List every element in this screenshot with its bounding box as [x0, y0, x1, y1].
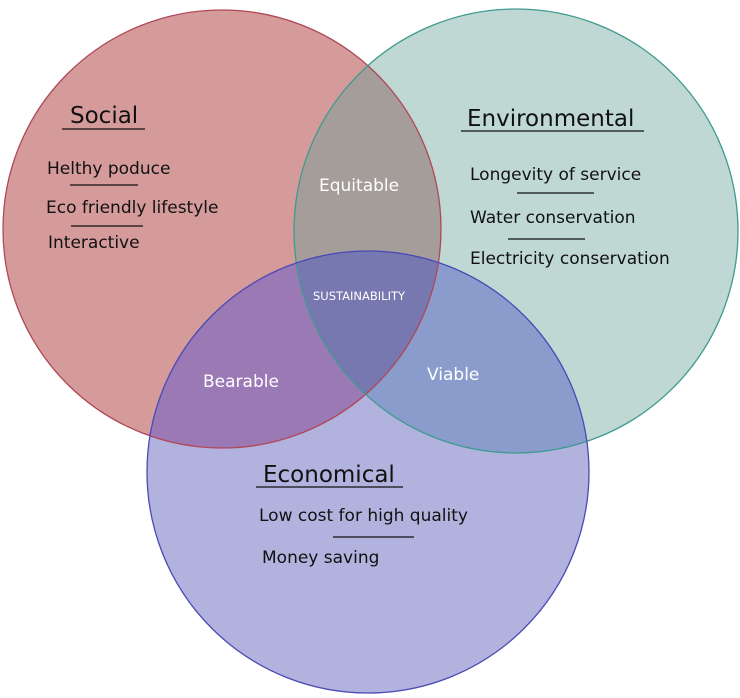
environmental-item: Electricity conservation [470, 249, 670, 269]
economical-outline [146, 250, 590, 694]
economical-title: Economical [263, 462, 395, 488]
environmental-item: Longevity of service [470, 165, 641, 185]
social-item: Interactive [48, 233, 140, 253]
economical-item: Money saving [262, 548, 379, 568]
environmental-economical-overlap [294, 251, 589, 453]
social-item: Helthy poduce [47, 159, 170, 179]
environmental-outline [293, 8, 739, 454]
environmental-title: Environmental [467, 106, 634, 132]
viable-label: Viable [427, 365, 479, 385]
sustainability-label: SUSTAINABILITY [313, 289, 406, 303]
social-outline [2, 9, 442, 449]
underlines [62, 128, 644, 538]
social-item: Eco friendly lifestyle [46, 198, 218, 218]
environmental-item: Water conservation [470, 208, 636, 228]
social-title: Social [70, 103, 138, 129]
bearable-label: Bearable [203, 372, 279, 392]
social-economical-overlap [147, 251, 441, 448]
equitable-label: Equitable [319, 176, 399, 196]
economical-item: Low cost for high quality [259, 506, 468, 526]
